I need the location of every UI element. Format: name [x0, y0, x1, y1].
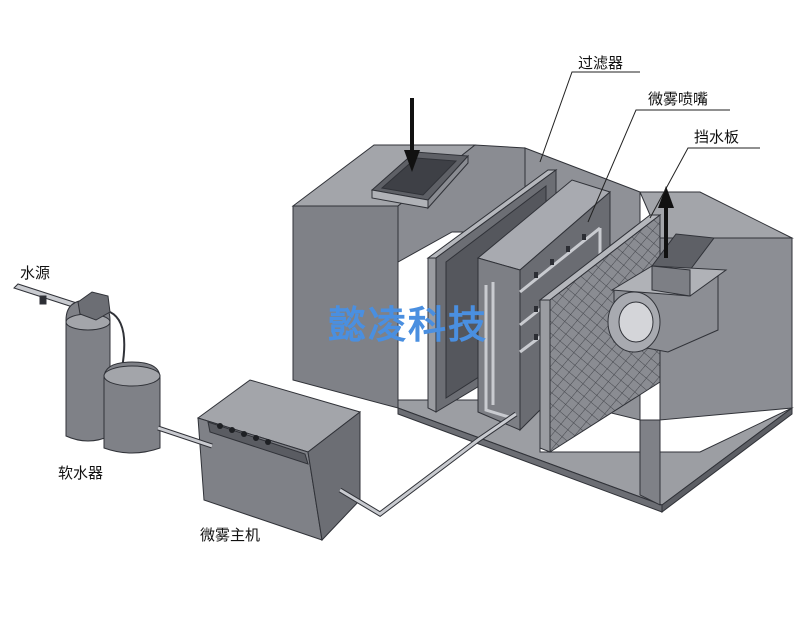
outlet-arrow: [658, 186, 674, 258]
inlet-arrow: [404, 98, 420, 172]
label-water-source: 水源: [20, 264, 50, 282]
softener-tank-short: [103, 361, 161, 454]
label-water-softener: 软水器: [58, 464, 103, 482]
watermark-text: 懿凌科技: [328, 303, 488, 347]
mist-host-buttons: [217, 423, 271, 445]
label-mist-host: 微雾主机: [200, 526, 260, 544]
mist-host-unit: [196, 379, 362, 542]
leader-lines: [539, 71, 760, 223]
housing-right-front: [639, 419, 661, 506]
water-baffle: [538, 213, 662, 453]
inlet-duct: [370, 151, 470, 210]
label-filter: 过滤器: [578, 54, 623, 72]
softener-control-head: [77, 291, 111, 321]
label-mist-nozzle: 微雾喷嘴: [648, 90, 708, 108]
outlet-duct: [610, 233, 728, 297]
label-water-baffle: 挡水板: [694, 128, 739, 146]
housing-base-right: [661, 407, 793, 514]
connecting-pipes: [157, 411, 518, 518]
